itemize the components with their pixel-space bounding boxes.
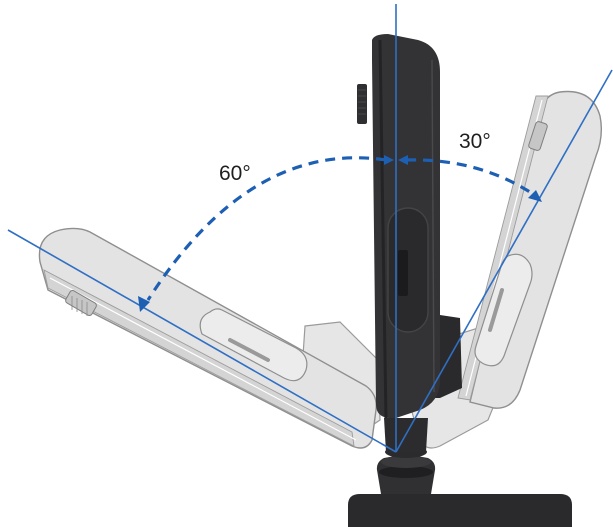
arrow-vertical-right	[398, 155, 408, 165]
monitor-tilted-60	[38, 227, 381, 449]
monitor-tilted-30	[411, 90, 603, 449]
monitor-upright	[357, 34, 462, 452]
arc-30	[405, 158, 537, 198]
arc-arrowheads	[138, 155, 542, 312]
tilt-30-axis-line	[395, 69, 613, 453]
angle-label-30: 30°	[459, 130, 491, 153]
arrow-30-end	[528, 190, 542, 202]
arrow-vertical-left	[384, 155, 394, 165]
stand-base	[348, 446, 572, 527]
angle-label-60: 60°	[219, 162, 251, 185]
angle-arcs	[146, 156, 537, 301]
arc-60	[146, 156, 387, 301]
tilt-60-axis-line	[7, 229, 397, 453]
guide-lines	[7, 4, 613, 453]
arrow-60-end	[138, 296, 150, 312]
